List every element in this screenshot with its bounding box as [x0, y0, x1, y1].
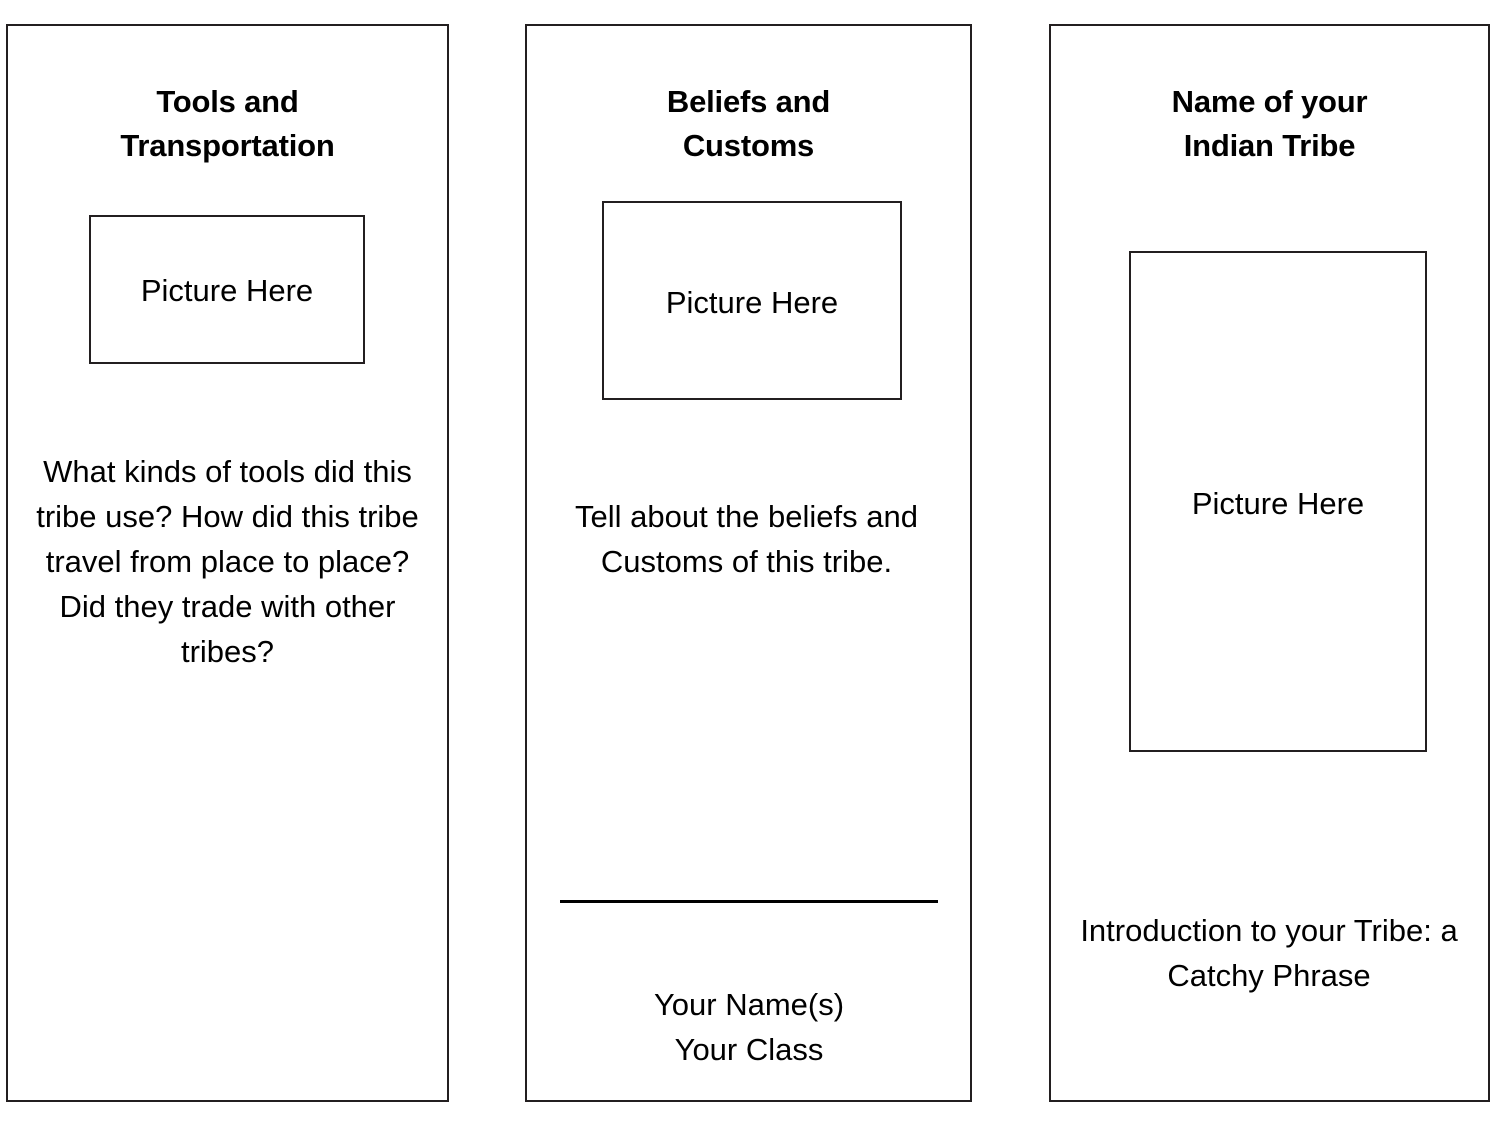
signature-name-and-class: Your Name(s) Your Class	[653, 987, 845, 1067]
picture-placeholder-label: Picture Here	[140, 273, 314, 308]
picture-placeholder-box[interactable]: Picture Here	[602, 201, 902, 400]
panel-name-of-your-indian-tribe: Name of your Indian Tribe Picture Here I…	[1049, 24, 1490, 1102]
panel-title-name-of-your-indian-tribe: Name of your Indian Tribe	[1171, 83, 1368, 163]
panel-body-text-name-of-your-indian-tribe: Introduction to your Tribe: a Catchy Phr…	[1080, 913, 1458, 993]
picture-placeholder-label: Picture Here	[665, 285, 839, 320]
panel-body-text-beliefs-and-customs: Tell about the beliefs and Customs of th…	[575, 499, 918, 579]
panel-body-text-tools-and-transportation: What kinds of tools did this tribe use? …	[36, 454, 419, 669]
panel-title-beliefs-and-customs: Beliefs and Customs	[666, 83, 831, 163]
panel-title-tools-and-transportation: Tools and Transportation	[120, 83, 335, 163]
picture-placeholder-box[interactable]: Picture Here	[1129, 251, 1427, 752]
panel-tools-and-transportation: Tools and Transportation Picture Here Wh…	[6, 24, 449, 1102]
panel-beliefs-and-customs: Beliefs and Customs Picture Here Tell ab…	[525, 24, 972, 1102]
picture-placeholder-label: Picture Here	[1191, 486, 1365, 521]
signature-divider-line	[560, 900, 938, 903]
picture-placeholder-box[interactable]: Picture Here	[89, 215, 365, 364]
